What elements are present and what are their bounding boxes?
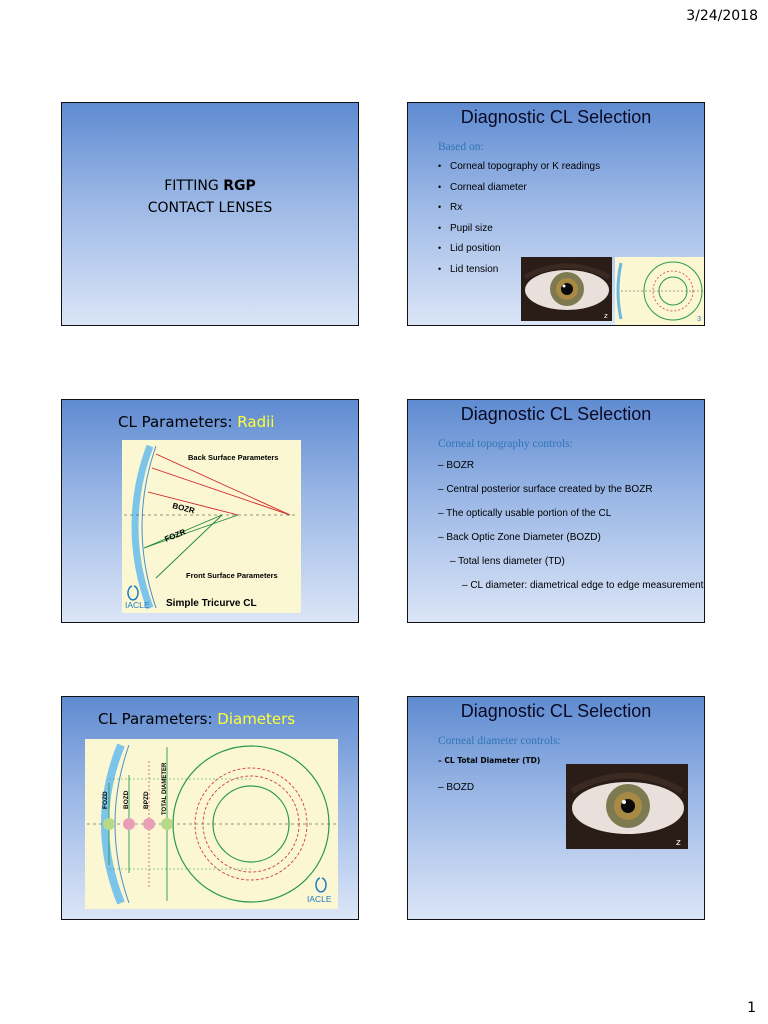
back-surface-label: Back Surface Parameters xyxy=(188,453,278,462)
slide-heading: Diagnostic CL Selection xyxy=(460,404,652,424)
list-item: – Total lens diameter (TD) xyxy=(450,556,565,567)
list-item: – Back Optic Zone Diameter (BOZD) xyxy=(438,532,601,543)
page-number: 1 xyxy=(747,1000,756,1016)
slide-parameters-radii: CL Parameters: Radii Back Surface Parame… xyxy=(61,399,359,623)
slide-number: 3 xyxy=(697,316,701,323)
title-line1: FITTING xyxy=(164,178,224,194)
list-item: – CL Total Diameter (TD) xyxy=(438,756,541,765)
slide-subhead: Corneal topography controls: xyxy=(438,438,573,450)
tricurve-diagram: Back Surface Parameters BOZR FOZR Front … xyxy=(122,440,301,613)
front-surface-label: Front Surface Parameters xyxy=(186,571,278,580)
bpzd-label: BPZD xyxy=(143,791,150,809)
slide-title-text: FITTING RGP CONTACT LENSES xyxy=(62,175,358,219)
list-item: •Pupil size xyxy=(438,222,493,234)
list-item: – BOZD xyxy=(438,782,475,793)
slide-heading: Diagnostic CL Selection xyxy=(460,107,652,127)
list-item: – The optically usable portion of the CL xyxy=(438,508,612,519)
slide-topography-controls: Diagnostic CL Selection Corneal topograp… xyxy=(407,399,705,623)
iacle-logo: IACLE xyxy=(125,600,150,610)
slide-subhead: Based on: xyxy=(438,141,484,153)
list-item: •Lid position xyxy=(438,243,501,254)
slide-heading: CL Parameters: Radii xyxy=(118,413,275,431)
list-item: •Corneal diameter xyxy=(438,181,527,193)
list-item: – BOZR xyxy=(438,460,475,471)
slide-heading: Diagnostic CL Selection xyxy=(460,701,652,721)
fozd-label: FOZD xyxy=(102,791,109,809)
slide-parameters-diameters: CL Parameters: Diameters FOZD BOZD BPZD … xyxy=(61,696,359,920)
slide-diameter-controls: Diagnostic CL Selection Corneal diameter… xyxy=(407,696,705,920)
list-item: •Lid tension xyxy=(438,263,499,275)
title-bold-word: RGP xyxy=(223,178,256,194)
diameters-diagram: FOZD BOZD BPZD TOTAL DIAMETER IACLE xyxy=(85,739,338,909)
svg-text:z: z xyxy=(676,838,681,848)
eye-photo: z xyxy=(566,764,688,849)
fozr-label: FOZR xyxy=(163,527,187,544)
list-item: – CL diameter: diametrical edge to edge … xyxy=(462,580,704,591)
svg-text:z: z xyxy=(604,312,608,320)
bozd-label: BOZD xyxy=(123,790,130,809)
slide-diagnostic-based-on: Diagnostic CL Selection Based on: •Corne… xyxy=(407,102,705,326)
eye-photo: z xyxy=(521,257,612,321)
slide-title: FITTING RGP CONTACT LENSES xyxy=(61,102,359,326)
bullet-list: •Corneal topography or K readings •Corne… xyxy=(438,161,600,284)
list-item: – Central posterior surface created by t… xyxy=(438,484,653,495)
list-item: •Corneal topography or K readings xyxy=(438,161,601,172)
slide-subhead: Corneal diameter controls: xyxy=(438,735,561,747)
title-line2: CONTACT LENSES xyxy=(147,200,273,216)
total-diameter-label: TOTAL DIAMETER xyxy=(162,762,168,815)
diameter-thumbnail: 3 xyxy=(615,257,704,325)
diagram-caption: Simple Tricurve CL xyxy=(166,598,257,609)
list-item: •Rx xyxy=(438,202,463,213)
iacle-logo: IACLE xyxy=(307,894,332,904)
print-date: 3/24/2018 xyxy=(686,8,758,24)
slide-heading: CL Parameters: Diameters xyxy=(98,710,296,728)
